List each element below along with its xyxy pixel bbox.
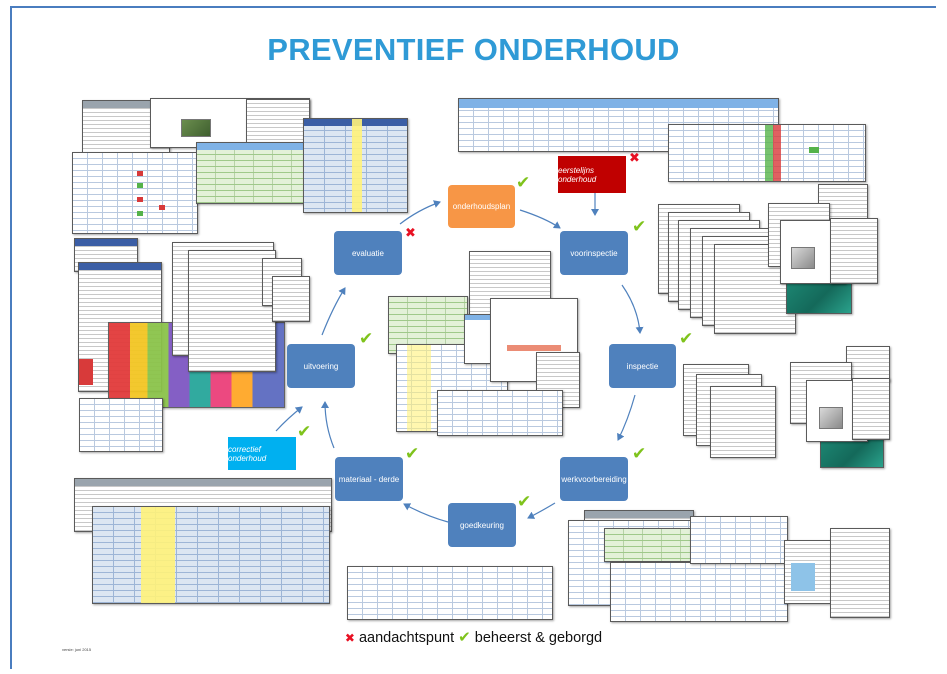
document-thumbnail — [347, 566, 553, 620]
document-thumbnail — [188, 250, 276, 372]
legend: ✖ aandachtspunt ✔ beheerst & geborgd — [0, 628, 947, 647]
cross-icon: ✖ — [629, 151, 640, 166]
step-voorinspectie: voorinspectie — [560, 231, 628, 275]
check-icon: ✔ — [297, 422, 312, 442]
document-thumbnail — [303, 118, 408, 213]
arrow-voorinspectie-inspectie — [621, 284, 644, 334]
check-icon: ✔ — [405, 444, 420, 464]
slide-title: PREVENTIEF ONDERHOUD — [267, 32, 680, 67]
arrow-inspectie-werkvoorbereiding — [617, 394, 636, 441]
step-onderhoudsplan: onderhoudsplan — [448, 185, 515, 228]
document-thumbnail — [830, 528, 890, 618]
document-thumbnail — [272, 276, 310, 322]
document-thumbnail — [610, 562, 788, 622]
document-thumbnail — [246, 99, 310, 149]
arrow-goedkeuring-materiaal — [403, 503, 449, 523]
document-thumbnail — [92, 506, 330, 604]
check-icon: ✔ — [632, 444, 647, 464]
arrow-correctief-uitvoering — [275, 406, 303, 432]
arrow-onderhoudsplan-voorinspectie — [519, 209, 561, 229]
check-icon: ✔ — [516, 173, 531, 193]
arrow-uitvoering-evaluatie — [321, 287, 346, 336]
check-icon: ✔ — [359, 329, 374, 349]
arrow-evaluatie-onderhoudsplan — [399, 200, 441, 225]
cross-icon: ✖ — [344, 631, 355, 645]
step-evaluatie: evaluatie — [334, 231, 402, 275]
document-thumbnail — [196, 142, 308, 204]
note-correctief-onderhoud: correctief onderhoud — [228, 437, 296, 470]
document-thumbnail — [668, 124, 866, 182]
arrow-werkvoorbereiding-goedkeuring — [527, 502, 556, 519]
step-werkvoorbereiding: werkvoorbereiding — [560, 457, 628, 501]
document-thumbnail — [830, 218, 878, 284]
check-icon: ✔ — [632, 217, 647, 237]
document-thumbnail — [852, 378, 890, 440]
document-thumbnail — [79, 398, 163, 452]
document-thumbnail — [388, 296, 468, 354]
cross-icon: ✖ — [405, 226, 416, 241]
arrow-materiaal-uitvoering — [321, 401, 335, 449]
step-materiaal-derde: materiaal - derde — [335, 457, 403, 501]
note-eerstelijns-onderhoud: eerstelijns onderhoud — [558, 156, 626, 193]
check-icon: ✔ — [679, 329, 694, 349]
step-inspectie: inspectie — [609, 344, 676, 388]
document-thumbnail — [72, 152, 198, 234]
step-goedkeuring: goedkeuring — [448, 503, 516, 547]
slide-frame — [10, 6, 936, 669]
document-thumbnail — [710, 386, 776, 458]
check-icon: ✔ — [458, 628, 471, 646]
check-icon: ✔ — [517, 492, 532, 512]
document-thumbnail — [690, 516, 788, 564]
step-uitvoering: uitvoering — [287, 344, 355, 388]
legend-attention-label: aandachtspunt — [358, 630, 455, 646]
document-thumbnail — [437, 390, 563, 436]
version-note: versie: juni 2015 — [62, 647, 92, 652]
legend-controlled-label: beheerst & geborgd — [474, 630, 603, 646]
